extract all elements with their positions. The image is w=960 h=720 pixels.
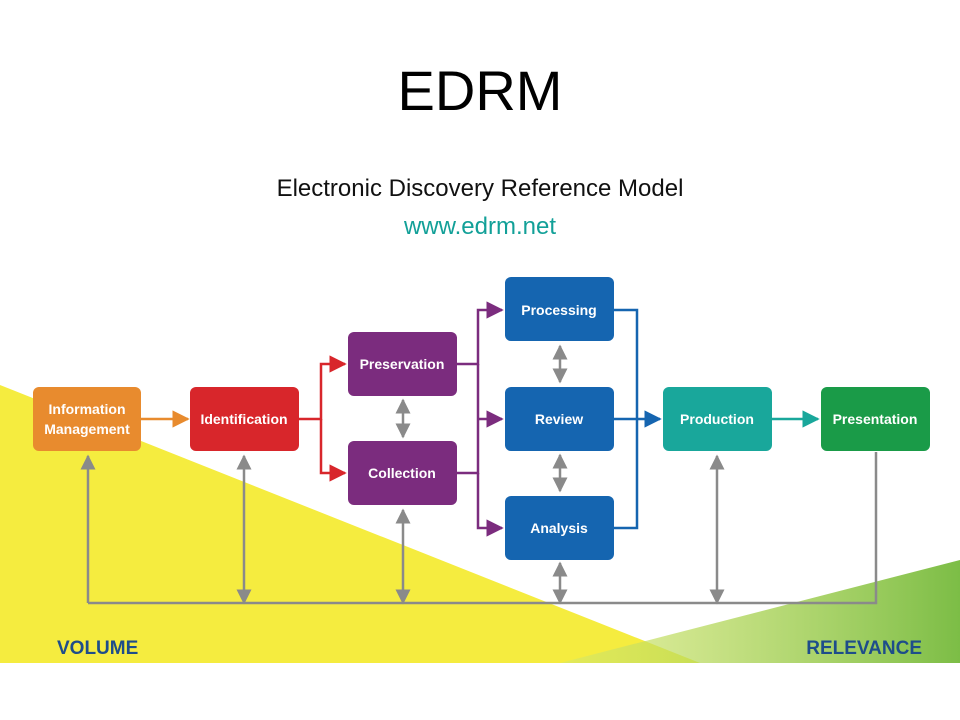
- stage-processing: Processing: [505, 277, 614, 341]
- volume-wedge: [0, 385, 700, 663]
- stage-label: Identification: [200, 411, 287, 427]
- stage-analysis: Analysis: [505, 496, 614, 560]
- stage-box: [505, 277, 614, 341]
- feedback-lines: [80, 344, 878, 605]
- page-subtitle: Electronic Discovery Reference Model: [276, 175, 684, 202]
- stage-label: Analysis: [530, 520, 588, 536]
- stage-label: Production: [680, 411, 754, 427]
- relevance-label: RELEVANCE: [806, 638, 922, 659]
- stage-box: [821, 387, 930, 451]
- stage-label: Review: [535, 411, 583, 427]
- stage-label: Processing: [521, 302, 596, 318]
- stage-label: Presentation: [833, 411, 918, 427]
- stage-box: [505, 496, 614, 560]
- stage-label-line1: Information: [49, 401, 126, 417]
- website-link[interactable]: www.edrm.net: [403, 213, 557, 240]
- stage-label: Collection: [368, 465, 436, 481]
- stage-identification: Identification: [190, 387, 299, 451]
- stage-review: Review: [505, 387, 614, 451]
- stage-presentation: Presentation: [821, 387, 930, 451]
- stage-box: [348, 332, 457, 396]
- stage-production: Production: [663, 387, 772, 451]
- page-title: EDRM: [397, 59, 563, 122]
- stage-box: [33, 387, 141, 451]
- stage-label-line2: Management: [44, 421, 130, 437]
- stage-preservation: Preservation: [348, 332, 457, 396]
- stage-collection: Collection: [348, 441, 457, 505]
- volume-label: VOLUME: [57, 638, 138, 659]
- stage-information-management: Information Management: [33, 387, 141, 451]
- stage-box: [190, 387, 299, 451]
- stage-box: [348, 441, 457, 505]
- relevance-wedge: [560, 560, 960, 663]
- stage-label: Preservation: [360, 356, 445, 372]
- stage-box: [663, 387, 772, 451]
- stage-box: [505, 387, 614, 451]
- flow-arrows: [141, 301, 820, 537]
